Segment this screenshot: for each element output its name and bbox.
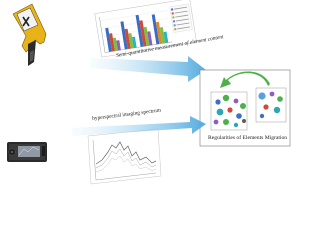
spectrum-curve [95, 141, 157, 165]
xrf-handheld-analyzer-icon [12, 3, 47, 66]
migration-particles-right [258, 91, 283, 119]
curved-arrow-icon [220, 71, 270, 88]
hyperspectral-camera-icon [7, 142, 47, 162]
upper-flow-arrow [90, 56, 206, 82]
regularities-label: Regularities of Elements Migration [208, 135, 288, 141]
spectrum-line-chart [87, 128, 162, 185]
lower-flow-arrow [72, 116, 206, 136]
migration-particles-left [213, 94, 246, 128]
chart-bars [105, 14, 169, 52]
element-content-bar-chart [94, 0, 197, 58]
regularities-box [199, 69, 291, 147]
chart-legend [169, 3, 193, 33]
diagram-canvas [7, 0, 291, 185]
